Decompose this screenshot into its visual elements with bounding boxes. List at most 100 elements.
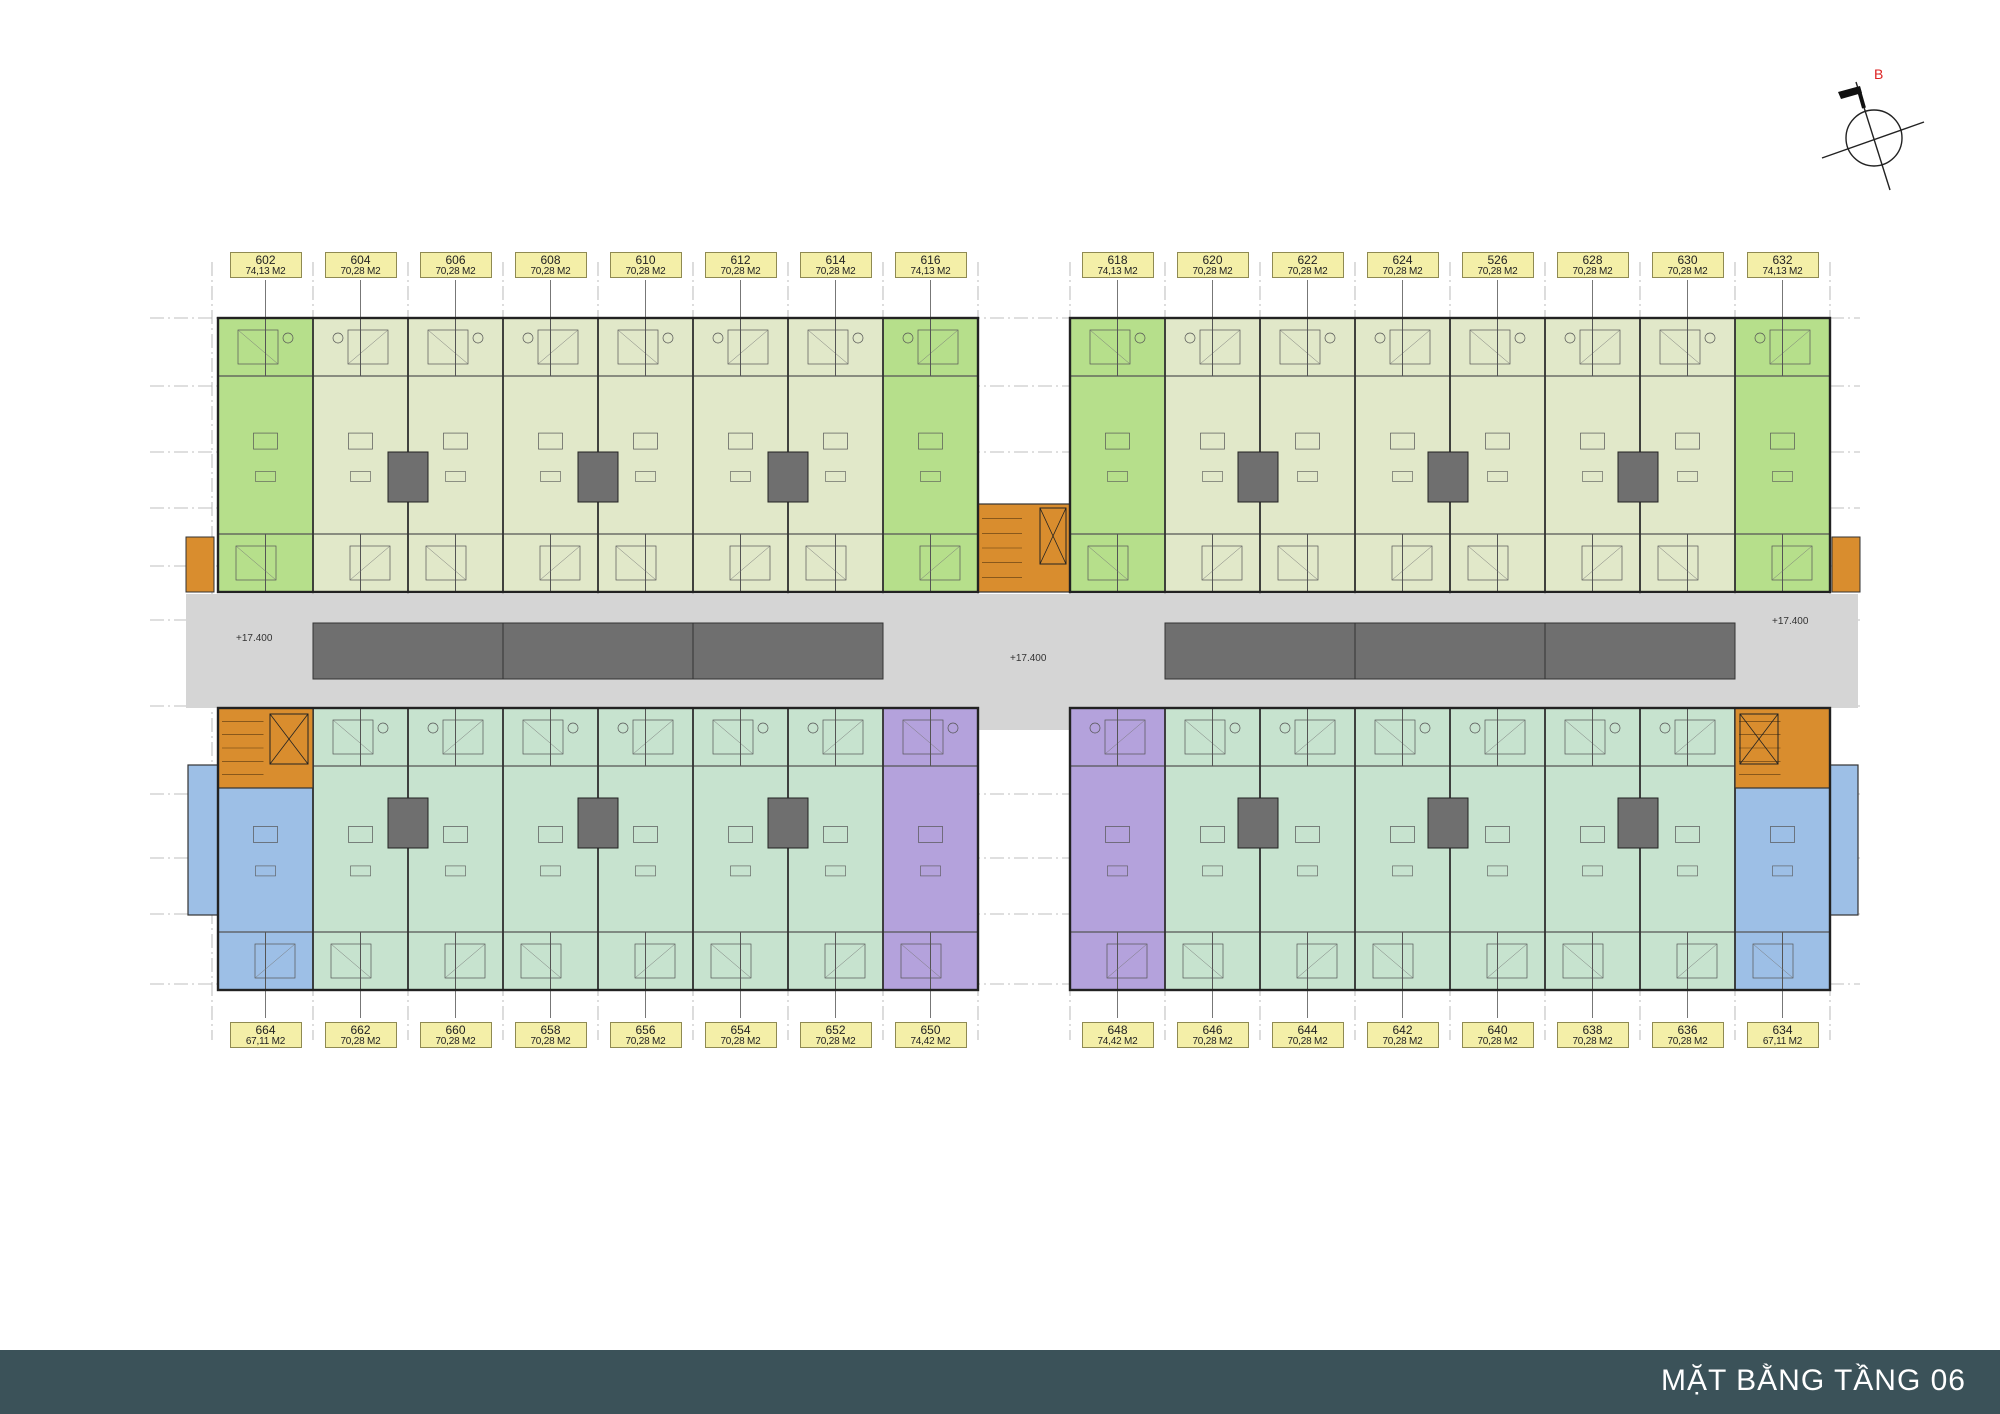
unit-number: 662 [350,1023,371,1037]
bed-icon [1676,943,1718,979]
sofa-icon [1107,471,1128,482]
sofa-icon [1772,471,1793,482]
toilet-icon [1279,722,1291,734]
bed-icon [1106,943,1148,979]
bed-icon [1469,329,1511,365]
bed-diagonal [522,719,564,755]
bed-icon [349,545,391,581]
table-icon [1390,432,1415,450]
bed-diagonal [349,545,391,581]
table-icon [1105,432,1130,450]
room-details [218,318,1830,990]
unit-area: 70,28 M2 [1192,266,1233,277]
bed-icon [427,329,469,365]
bed-diagonal [537,329,579,365]
unit-number: 638 [1582,1023,1603,1037]
bed-diagonal [539,545,581,581]
bed-icon [712,719,754,755]
bed-diagonal [1296,943,1338,979]
bed-diagonal [442,719,484,755]
sofa-icon [730,471,751,482]
table-icon [1390,826,1415,843]
corner-extension [1830,765,1858,915]
bed-diagonal [1484,719,1526,755]
unit-area: 70,28 M2 [1287,266,1328,277]
level-mark-right: +17.400 [1772,616,1808,627]
unit-number: 628 [1582,253,1603,267]
bed-icon [237,329,279,365]
corridor-landing [978,708,1070,730]
bed-diagonal [710,943,752,979]
table-icon [1580,432,1605,450]
bed-diagonal [425,545,467,581]
bed-diagonal [634,943,676,979]
unit-number: 632 [1772,253,1793,267]
toilet-icon [427,722,439,734]
unit-number: 642 [1392,1023,1413,1037]
elevator-box [269,713,309,765]
bed-icon [1279,329,1321,365]
sofa-icon [1487,471,1508,482]
table-icon [348,826,373,843]
north-compass-icon [1821,81,1925,191]
sofa-icon [825,471,846,482]
bed-diagonal [1564,719,1606,755]
bed-diagonal [332,719,374,755]
unit-area: 70,28 M2 [625,266,666,277]
sofa-icon [255,865,276,877]
bed-icon [1752,943,1794,979]
table-icon [1770,432,1795,450]
table-icon [348,432,373,450]
bed-icon [1374,719,1416,755]
bed-icon [1277,545,1319,581]
bed-diagonal [824,943,866,979]
unit-number: 648 [1107,1023,1128,1037]
sofa-icon [1677,471,1698,482]
toilet-icon [1089,722,1101,734]
toilet-icon [1229,722,1241,734]
level-mark-left: +17.400 [236,633,272,644]
unit-number: 608 [540,253,561,267]
compass-letter: B [1874,66,1884,82]
bed-icon [1657,545,1699,581]
bed-diagonal [347,329,389,365]
level-mark-center: +17.400 [1010,653,1046,664]
unit-number: 618 [1107,253,1128,267]
toilet-icon [1419,722,1431,734]
toilet-icon [1374,332,1386,344]
bed-icon [444,943,486,979]
unit-number: 630 [1677,253,1698,267]
